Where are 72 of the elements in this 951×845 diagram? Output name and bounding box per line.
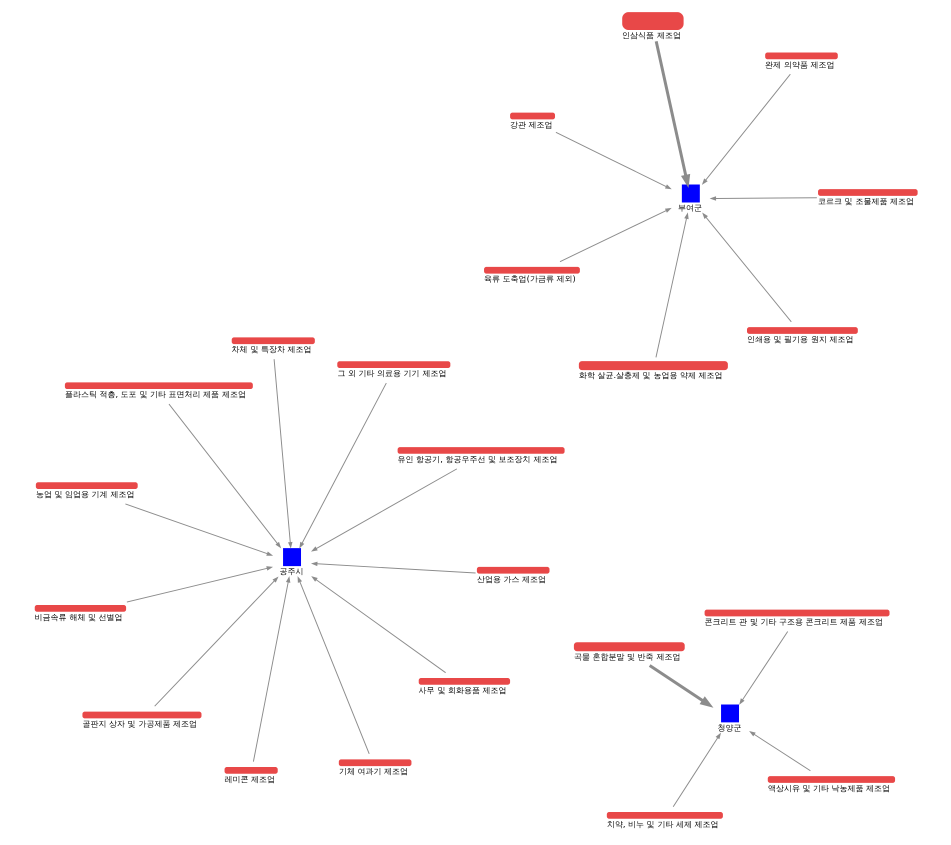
arrow [654, 40, 690, 188]
arrow [298, 382, 386, 549]
node-label: 부여군 [678, 202, 702, 213]
node-label: 코르크 및 조물제품 제조업 [818, 196, 914, 206]
node-label: 청양군 [716, 722, 741, 733]
arrow [554, 132, 672, 190]
node-box [578, 361, 728, 370]
node-box [418, 678, 510, 685]
node-box [82, 712, 201, 718]
node-box [681, 184, 700, 202]
arrow [709, 196, 817, 201]
node-label: 사무 및 회화용품 제조업 [418, 684, 506, 695]
node-box [35, 482, 138, 489]
arrow [168, 404, 281, 548]
node-label: 강관 제조업 [510, 119, 552, 130]
arrow [124, 503, 273, 556]
arrow [748, 731, 810, 772]
node-label: 완제 의약품 제조업 [764, 59, 834, 70]
arrow [297, 576, 370, 754]
node-label: 인쇄용 및 필기용 원지 제조업 [746, 334, 853, 344]
node-label: 인삼식품 제조업 [622, 30, 680, 40]
arrow [702, 212, 792, 322]
node-box [64, 382, 252, 390]
node-label: 레미콘 제조업 [224, 774, 275, 784]
node-box [720, 704, 739, 722]
node-label: 기체 여과기 제조업 [338, 766, 408, 776]
arrow [648, 664, 713, 708]
node-label: 치약, 비누 및 기타 세제 제조업 [606, 818, 718, 829]
node-box [282, 548, 301, 566]
node-box [704, 610, 890, 616]
node-label: 유인 항공기, 항공우주선 및 보조장치 제조업 [397, 454, 557, 464]
arrow [273, 358, 292, 549]
node-box [573, 642, 684, 652]
arrow [252, 576, 290, 762]
node-label: 그 외 기타 의료용 기기 제조업 [336, 368, 446, 378]
arrow [154, 576, 278, 707]
node-label: 화학 살균.살충제 및 농업용 약제 제조업 [578, 370, 722, 380]
node-box [606, 812, 722, 819]
node-label: 산업용 가스 제조업 [476, 574, 546, 584]
node-label: 골판지 상자 및 가공제품 제조업 [82, 718, 196, 728]
node-label: 공주시 [278, 566, 303, 576]
node-box [224, 767, 278, 774]
node-box [764, 52, 838, 60]
arrow [654, 212, 688, 358]
node-label: 콘크리트 관 및 기타 구조용 콘크리트 제품 제조업 [704, 616, 882, 627]
node-box [338, 759, 411, 766]
arrow [672, 732, 721, 808]
node-box [818, 189, 918, 196]
node-box [336, 361, 450, 368]
node-box [34, 605, 126, 612]
arrow [310, 562, 476, 574]
node-label: 곡물 혼합분말 및 반죽 제조업 [573, 651, 680, 662]
node-box [484, 266, 580, 274]
node-box [622, 12, 684, 30]
node-label: 액상시유 및 기타 낙농제품 제조업 [767, 782, 890, 793]
arrow [310, 468, 457, 552]
node-label: 비금속류 해체 및 선별업 [34, 612, 122, 622]
node-box [510, 112, 555, 120]
arrow [310, 576, 446, 674]
node-box [767, 776, 895, 783]
node-box [397, 447, 564, 454]
arrow [126, 566, 273, 603]
node-box [476, 566, 550, 574]
node-box [231, 337, 314, 344]
node-label: 차체 및 특장차 제조업 [231, 344, 312, 354]
arrow [701, 74, 790, 185]
node-box [746, 327, 858, 334]
arrow [559, 208, 672, 262]
node-label: 농업 및 임업용 기계 제조업 [35, 489, 134, 500]
node-label: 플라스틱 적층, 도포 및 기타 표면처리 제품 제조업 [64, 389, 246, 400]
arrow [738, 631, 788, 705]
node-label: 육류 도축업(가금류 제외) [484, 274, 576, 284]
